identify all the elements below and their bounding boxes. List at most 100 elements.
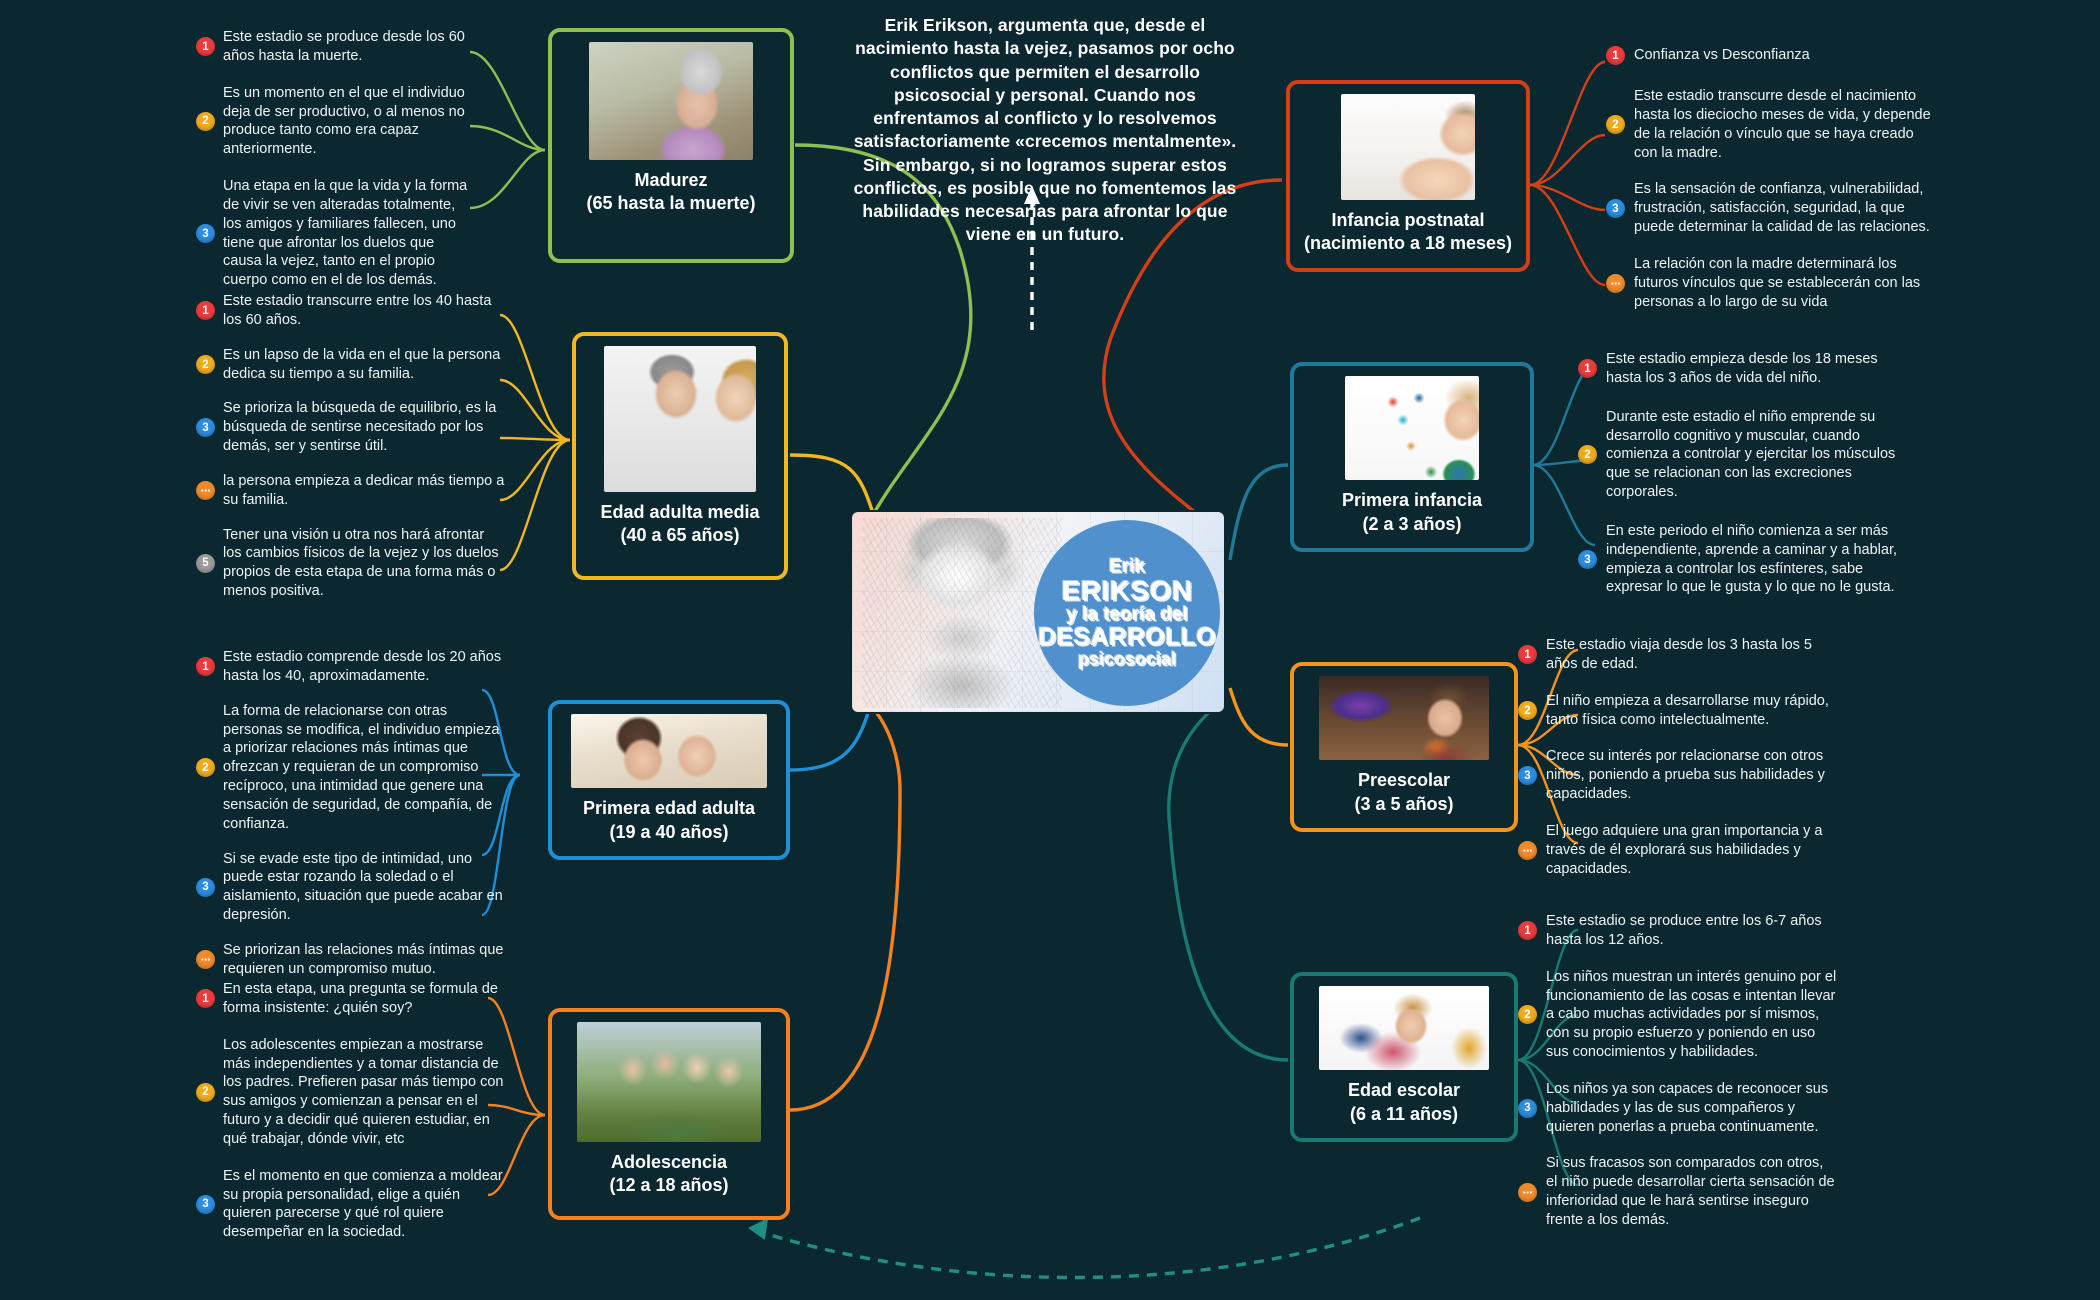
bullet-text: La relación con la madre determinará los… [1634,255,1921,310]
bullet-row: ··· la persona empieza a dedicar más tie… [196,472,506,510]
bullet-row: ··· Si sus fracasos son comparados con o… [1518,1154,1838,1229]
bullet-badge: 3 [196,1194,215,1214]
bullet-text: Durante este estadio el niño emprende su… [1606,408,1896,501]
stage-range-preescolar: (3 a 5 años) [1354,793,1454,814]
bullet-row: ··· Se priorizan las relaciones más ínti… [196,941,506,979]
stage-range-adolescencia: (12 a 18 años) [609,1175,729,1196]
bullet-row: 3 Es el momento en que comienza a moldea… [196,1167,506,1242]
stage-caption-adolescencia: Adolescencia (12 a 18 años) [609,1151,728,1198]
bullet-row: 1 Este estadio se produce desde los 60 a… [196,28,474,66]
bullet-row: 3 En este periodo el niño comienza a ser… [1578,522,1908,597]
stage-card-adolescencia[interactable]: Adolescencia (12 a 18 años) [548,1008,790,1220]
stage-caption-preescolar: Preescolar (3 a 5 años) [1354,769,1453,816]
bullet-badge: 3 [196,877,215,897]
bullet-badge: 1 [196,989,215,1009]
stage-card-primera-infancia[interactable]: Primera infancia (2 a 3 años) [1290,362,1534,552]
bullet-badge: ··· [1606,273,1625,293]
bullet-text: Este estadio comprende desde los 20 años… [223,649,502,684]
bullet-text: Una etapa en la que la vida y la forma d… [223,178,468,289]
stage-card-infancia-postnatal[interactable]: Infancia postnatal (nacimiento a 18 mese… [1286,80,1530,272]
bullet-text: Crece su interés por relacionarse con ot… [1546,748,1825,803]
bullet-text: En esta etapa, una pregunta se formula d… [223,981,498,1016]
bullet-text: Es la sensación de confianza, vulnerabil… [1634,181,1930,236]
bullet-text: Los niños ya son capaces de reconocer su… [1546,1080,1829,1135]
bullet-text: Este estadio se produce entre los 6-7 añ… [1546,913,1822,948]
stage-photo-adolescencia [577,1022,761,1142]
bullet-badge: ··· [1518,840,1537,860]
stage-range-primera-infancia: (2 a 3 años) [1362,513,1462,534]
bullet-row: 1 En esta etapa, una pregunta se formula… [196,980,506,1018]
bullets-preescolar: 1 Este estadio viaja desde los 3 hasta l… [1518,636,1838,882]
stage-range-edad-adulta-media: (40 a 65 años) [620,525,740,546]
stage-card-edad-adulta-media[interactable]: Edad adulta media (40 a 65 años) [572,332,788,580]
stage-card-edad-escolar[interactable]: Edad escolar (6 a 11 años) [1290,972,1518,1142]
stage-caption-primera-edad-adulta: Primera edad adulta (19 a 40 años) [583,797,755,844]
bullet-row: 1 Este estadio viaja desde los 3 hasta l… [1518,636,1838,674]
bullet-badge: 2 [196,1082,215,1102]
bullet-text: Se priorizan las relaciones más íntimas … [223,941,504,977]
stage-card-preescolar[interactable]: Preescolar (3 a 5 años) [1290,662,1518,832]
stage-title-preescolar: Preescolar [1357,770,1451,791]
bullet-badge: 2 [1606,115,1625,135]
bullet-badge: ··· [1518,1182,1537,1202]
bullet-text: Se prioriza la búsqueda de equilibrio, e… [223,400,497,455]
bullet-badge: 1 [1606,46,1625,65]
bullet-row: 1 Este estadio empieza desde los 18 mese… [1578,350,1908,388]
bullet-badge: 1 [1518,645,1537,665]
stage-title-madurez: Madurez [634,170,708,190]
bullet-badge: 1 [1518,921,1537,941]
center-line-2: ERIKSON [1061,574,1193,606]
bullet-text: Es un lapso de la vida en el que la pers… [223,346,501,382]
bullet-badge: 2 [196,355,215,375]
bullet-badge: 2 [196,111,215,131]
stage-range-infancia-postnatal: (nacimiento a 18 meses) [1303,233,1513,254]
stage-title-edad-adulta-media: Edad adulta media [600,502,760,522]
bullet-badge: 2 [1578,445,1597,465]
stage-caption-primera-infancia: Primera infancia (2 a 3 años) [1342,489,1482,536]
bullet-row: 3 Crece su interés por relacionarse con … [1518,747,1838,804]
bullet-row: 5 Tener una visión u otra nos hará afron… [196,526,506,601]
bullet-text: Este estadio se produce desde los 60 año… [223,29,465,64]
bullet-badge: 3 [1518,766,1537,786]
bullet-text: Es un momento en el que el individuo dej… [223,84,465,158]
bullet-text: Los niños muestran un interés genuino po… [1546,968,1837,1061]
bullet-badge: 1 [196,37,215,57]
bullet-row: 1 Confianza vs Desconfianza [1606,46,1936,65]
bullet-row: ··· El juego adquiere una gran importanc… [1518,822,1838,879]
bullet-row: 3 Es la sensación de confianza, vulnerab… [1606,180,1936,237]
bullet-text: Confianza vs Desconfianza [1634,47,1810,64]
bullet-row: 1 Este estadio comprende desde los 20 añ… [196,648,506,686]
bullet-row: 3 Si se evade este tipo de intimidad, un… [196,850,506,925]
bullet-text: Es el momento en que comienza a moldear … [223,1167,503,1241]
stage-photo-edad-escolar [1319,986,1489,1071]
central-topic-card[interactable]: Erik ERIKSON y la teoría del DESARROLLO … [852,512,1224,712]
bullet-row: 1 Este estadio se produce entre los 6-7 … [1518,912,1838,950]
bullet-text: Este estadio empieza desde los 18 meses … [1606,351,1878,386]
erik-erikson-portrait [862,518,1062,708]
bullet-badge: 1 [196,301,215,321]
stage-photo-primera-edad-adulta [571,714,767,789]
bullet-row: 3 Una etapa en la que la vida y la forma… [196,177,474,290]
bullet-badge: 1 [1578,359,1597,379]
bullet-badge: 3 [1518,1098,1537,1118]
bullet-badge: 1 [196,657,215,677]
bullet-row: ··· La relación con la madre determinará… [1606,255,1936,312]
bullet-badge: 3 [196,418,215,438]
bullets-infancia-postnatal: 1 Confianza vs Desconfianza 2 Este estad… [1606,46,1936,315]
stage-photo-madurez [589,42,753,160]
bullets-primera-edad-adulta: 1 Este estadio comprende desde los 20 añ… [196,648,506,983]
bullet-badge: ··· [196,481,215,501]
stage-card-madurez[interactable]: Madurez (65 hasta la muerte) [548,28,794,263]
bullet-text: El juego adquiere una gran importancia y… [1546,822,1823,877]
bullet-row: 2 Durante este estadio el niño emprende … [1578,408,1908,502]
bullet-row: 3 Se prioriza la búsqueda de equilibrio,… [196,399,506,456]
bullet-row: 2 Los niños muestran un interés genuino … [1518,968,1838,1062]
bullet-text: Si se evade este tipo de intimidad, uno … [223,850,503,924]
stage-range-primera-edad-adulta: (19 a 40 años) [609,821,729,842]
bullet-row: 1 Este estadio transcurre entre los 40 h… [196,292,506,330]
bullet-text: la persona empieza a dedicar más tiempo … [223,472,505,508]
stage-card-primera-edad-adulta[interactable]: Primera edad adulta (19 a 40 años) [548,700,790,860]
bullet-row: 2 Es un lapso de la vida en el que la pe… [196,346,506,384]
bullet-badge: 3 [196,224,215,244]
intro-paragraph: Erik Erikson, argumenta que, desde el na… [853,15,1237,245]
